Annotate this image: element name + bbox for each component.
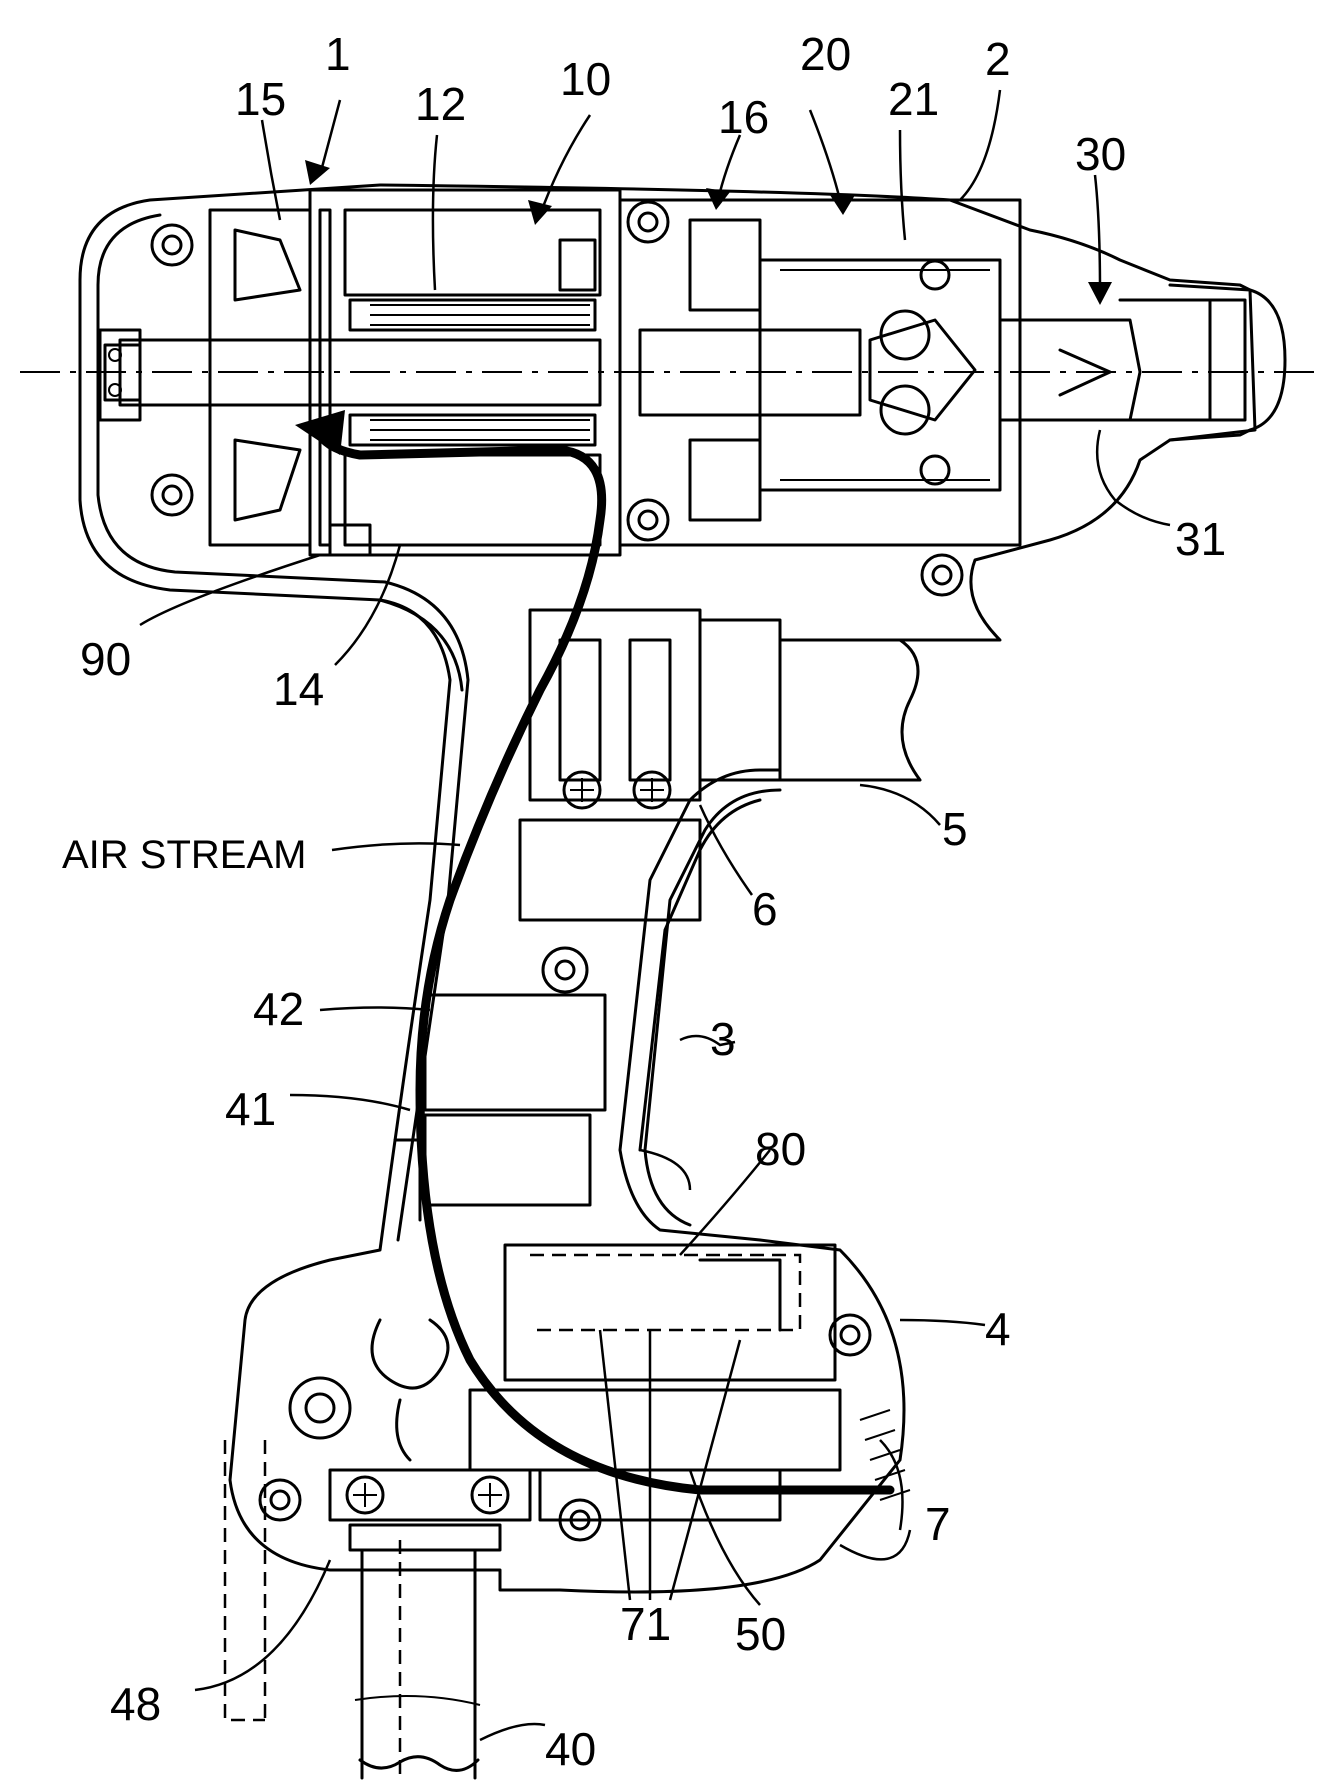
label-4: 4: [985, 1303, 1011, 1355]
label-5: 5: [942, 803, 968, 855]
label-30: 30: [1075, 128, 1126, 180]
base-section: [225, 1245, 910, 1780]
label-71: 71: [620, 1598, 671, 1650]
label-50: 50: [735, 1608, 786, 1660]
label-14: 14: [273, 663, 324, 715]
label-1: 1: [325, 28, 351, 80]
label-48: 48: [110, 1678, 161, 1730]
label-42: 42: [253, 983, 304, 1035]
label-90: 90: [80, 633, 131, 685]
air-stream-label: AIR STREAM: [62, 833, 306, 877]
label-15: 15: [235, 73, 286, 125]
label-31: 31: [1175, 513, 1226, 565]
label-16: 16: [718, 91, 769, 143]
label-2: 2: [985, 33, 1011, 85]
label-3: 3: [710, 1013, 736, 1065]
label-21: 21: [888, 73, 939, 125]
leader-lines: [140, 90, 1170, 1740]
label-20: 20: [800, 28, 851, 80]
label-6: 6: [752, 883, 778, 935]
label-7: 7: [925, 1498, 951, 1550]
label-12: 12: [415, 78, 466, 130]
reference-labels: 1 2 3 4 5 6 7 10 12 14 15 16 20 21 30 31…: [62, 28, 1226, 1775]
label-41: 41: [225, 1083, 276, 1135]
label-80: 80: [755, 1123, 806, 1175]
label-10: 10: [560, 53, 611, 105]
motor-section: [20, 190, 1320, 555]
label-40: 40: [545, 1723, 596, 1775]
